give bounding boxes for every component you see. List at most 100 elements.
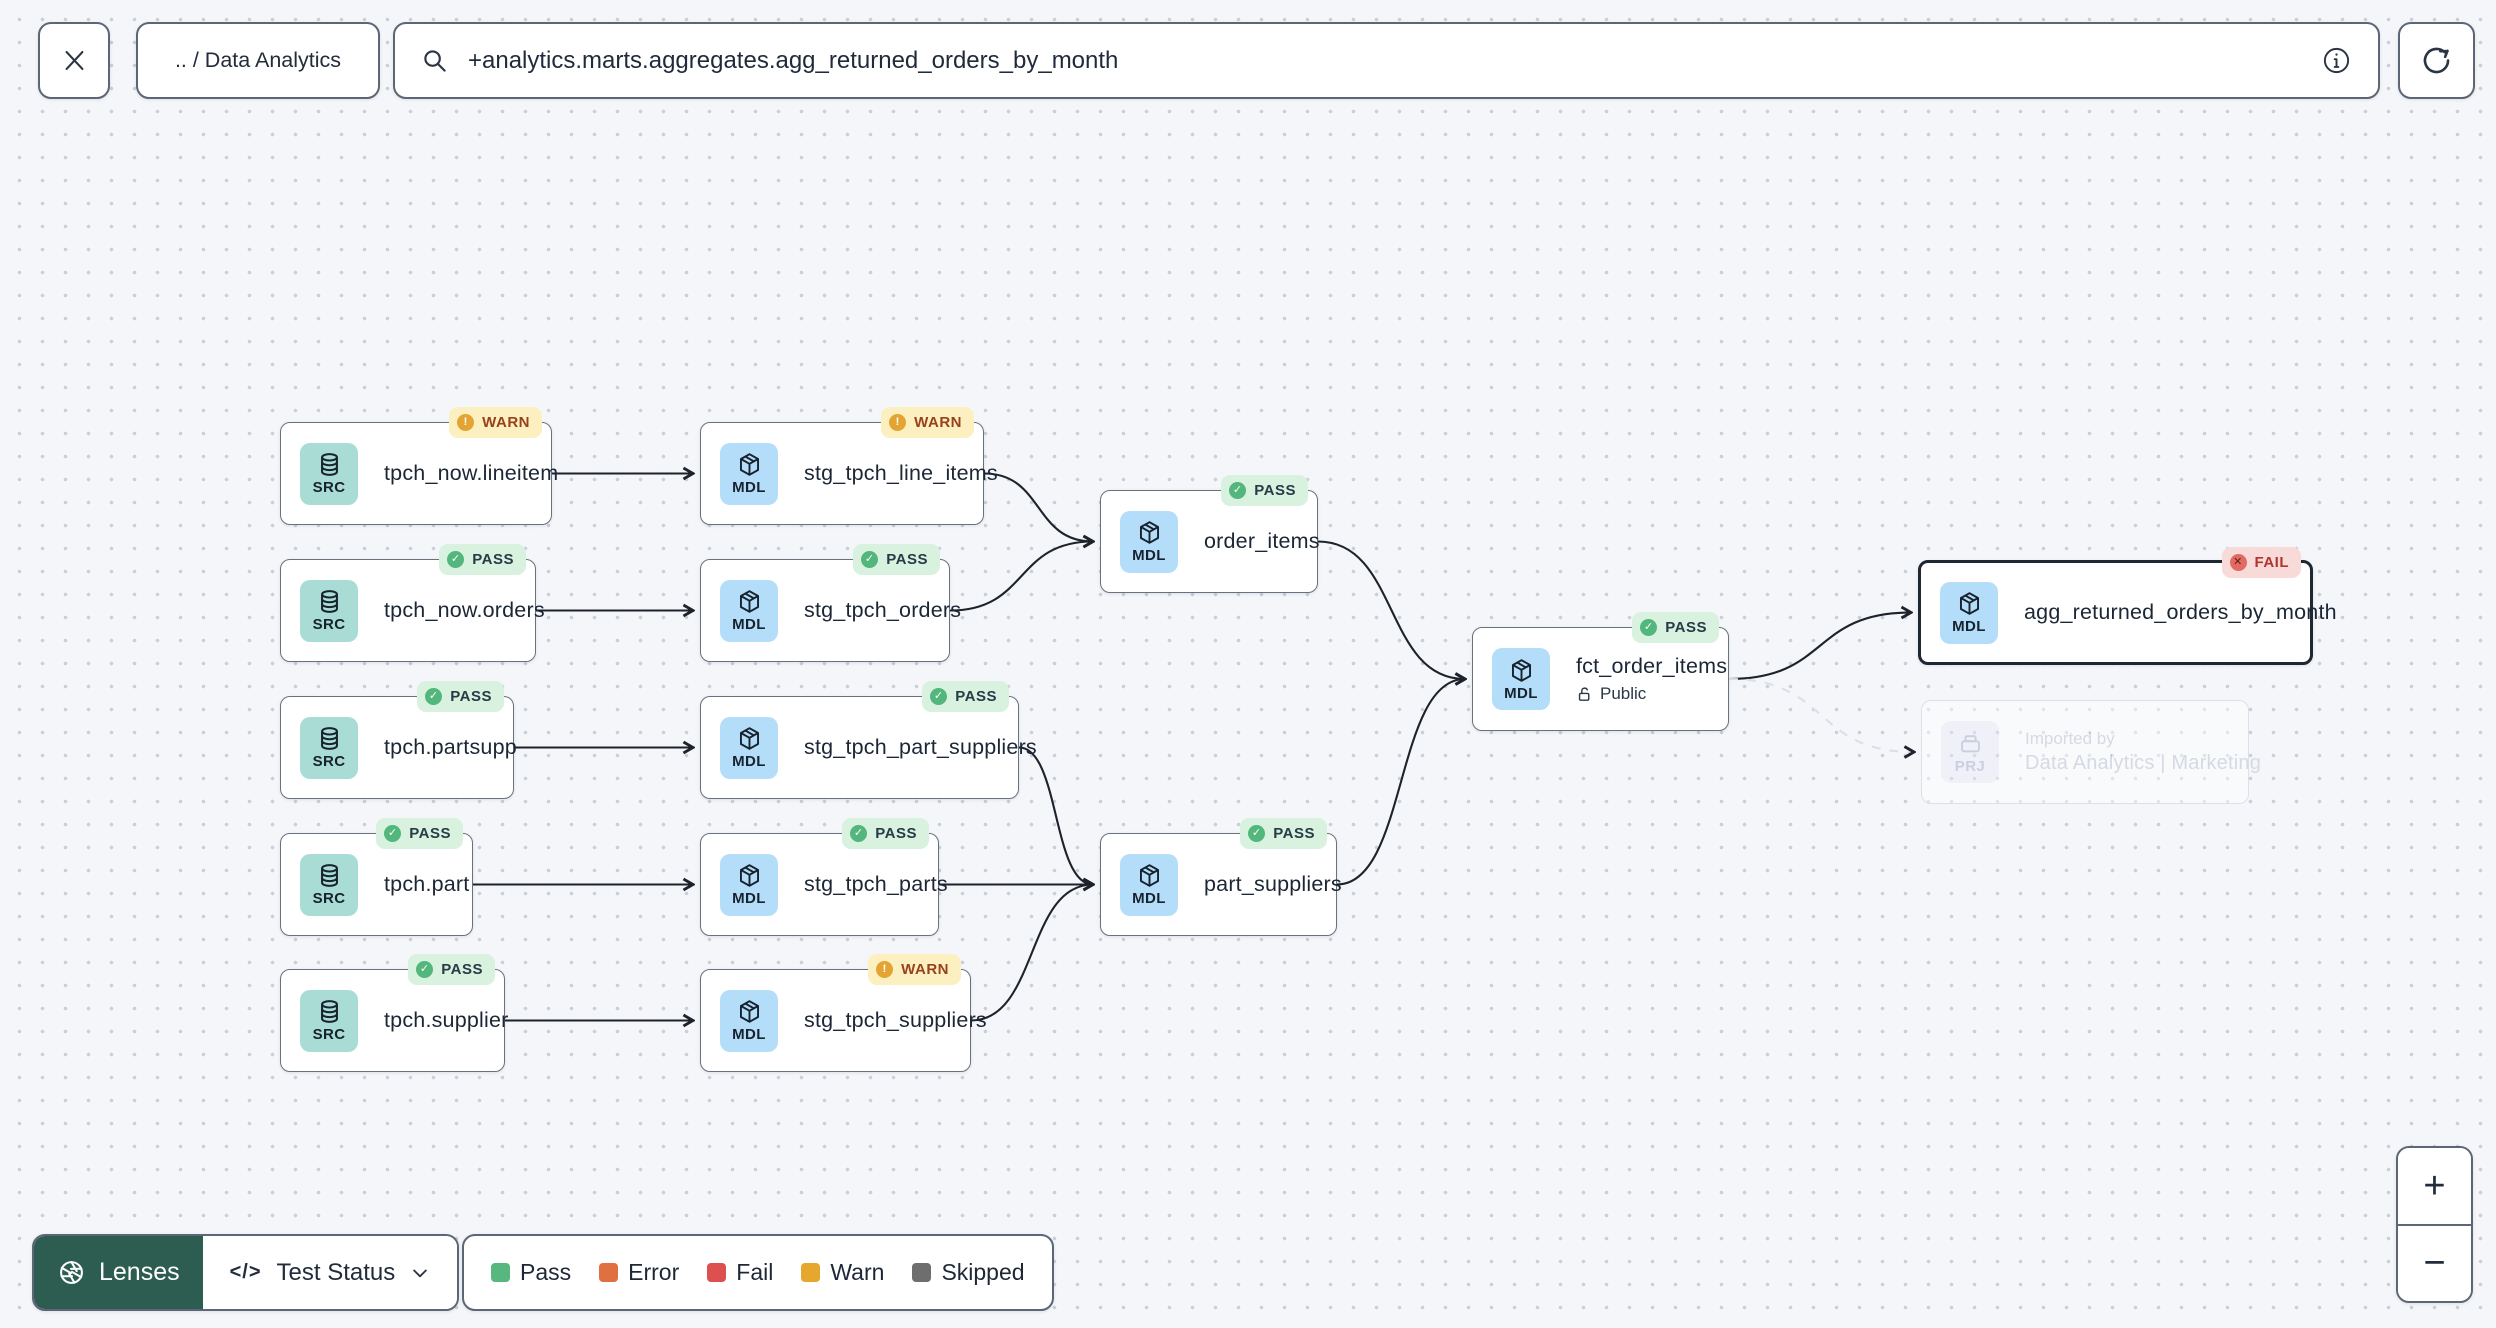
type-label: MDL — [732, 479, 766, 496]
node-pretitle: Imported by — [2025, 729, 2115, 748]
legend-label: Error — [628, 1259, 680, 1285]
node-content: stg_tpch_line_items — [804, 461, 998, 486]
type-label: MDL — [1132, 890, 1166, 907]
pass-status-icon: ✓ — [1248, 825, 1266, 842]
status-badge-label: WARN — [901, 961, 949, 978]
status-badge-pass: ✓ PASS — [376, 818, 463, 849]
status-badge-warn: !WARN — [881, 407, 974, 438]
pass-swatch — [491, 1263, 510, 1282]
close-button[interactable] — [38, 22, 110, 99]
node-stg_tpch_line_items[interactable]: !WARN MDL stg_tpch_line_items — [700, 407, 998, 525]
pass-status-icon: ✓ — [1229, 482, 1247, 499]
edge-fct_order_items-to-agg_returned_orders_by_month — [1728, 613, 1911, 681]
node-title: stg_tpch_part_suppliers — [804, 735, 1037, 759]
status-badge-warn: !WARN — [449, 407, 542, 438]
pass-status-icon: ✓ — [384, 825, 402, 842]
status-badge-label: PASS — [1273, 825, 1315, 842]
pass-status-icon: ✓ — [861, 551, 879, 568]
status-badge-pass: ✓PASS — [922, 681, 1009, 712]
lens-selector[interactable]: </> Test Status — [202, 1236, 458, 1309]
pass-status-icon: ✓ — [850, 825, 868, 842]
status-badge-pass: ✓PASS — [1221, 475, 1308, 506]
src-type-chip: SRC — [300, 442, 358, 505]
zoom-out-button[interactable]: − — [2398, 1225, 2471, 1301]
edge-stg_tpch_suppliers-to-part_suppliers — [970, 885, 1093, 1022]
mdl-type-chip: MDL — [1492, 648, 1550, 710]
legend: Pass Error Fail Warn Skipped — [462, 1234, 1054, 1311]
status-badge-pass: ✓ PASS — [439, 544, 526, 575]
status-badge-label: PASS — [472, 551, 514, 568]
src-type-chip: SRC — [300, 989, 358, 1052]
info-icon[interactable] — [2321, 45, 2352, 76]
refresh-icon — [2420, 44, 2453, 77]
type-label: MDL — [732, 616, 766, 633]
pass-status-icon: ✓ — [425, 688, 443, 705]
status-badge-label: FAIL — [2254, 554, 2289, 571]
database-icon — [316, 588, 343, 615]
src-type-chip: SRC — [300, 579, 358, 642]
mdl-type-chip: MDL — [720, 853, 778, 916]
node-tpch_now_orders[interactable]: ✓ PASS SRC tpch_now.orders — [280, 544, 545, 662]
cube-icon — [736, 998, 763, 1025]
lenses-label: Lenses — [99, 1258, 180, 1286]
status-badge-label: WARN — [914, 414, 962, 431]
skipped-swatch — [912, 1263, 932, 1282]
node-access: Public — [1576, 684, 1727, 704]
node-content: tpch.part — [384, 872, 469, 897]
search-input[interactable] — [466, 45, 2303, 76]
refresh-button[interactable] — [2398, 22, 2475, 99]
node-title: agg_returned_orders_by_month — [2024, 600, 2337, 624]
node-title: order_items — [1204, 529, 1320, 553]
status-badge-label: PASS — [955, 688, 997, 705]
legend-item-fail: Fail — [707, 1259, 773, 1286]
lenses-button[interactable]: Lenses — [34, 1236, 203, 1309]
fail-status-icon: ✕ — [2229, 554, 2247, 571]
zoom-in-button[interactable]: + — [2398, 1148, 2471, 1224]
lock-open-icon — [1576, 686, 1593, 703]
node-content: tpch.supplier — [384, 1008, 509, 1033]
node-order_items[interactable]: ✓PASS MDL order_items — [1100, 475, 1320, 593]
breadcrumb-button[interactable]: .. / Data Analytics — [136, 22, 380, 99]
cube-icon — [1136, 519, 1163, 546]
type-label: MDL — [1132, 547, 1166, 564]
node-agg_returned_orders_by_month[interactable]: ✕ FAIL MDL agg_returned_orders_by_month — [1918, 547, 2337, 665]
mdl-type-chip: MDL — [720, 442, 778, 505]
status-badge-label: PASS — [409, 825, 451, 842]
node-content: agg_returned_orders_by_month — [2024, 600, 2337, 625]
cube-icon — [736, 862, 763, 889]
cube-icon — [736, 725, 763, 752]
search-bar[interactable] — [393, 22, 2380, 99]
warn-status-icon: ! — [876, 961, 894, 978]
node-title: stg_tpch_suppliers — [804, 1008, 987, 1032]
code-icon: </> — [229, 1261, 262, 1283]
access-label: Public — [1600, 684, 1647, 703]
status-badge-fail: ✕ FAIL — [2221, 547, 2301, 578]
node-part_suppliers[interactable]: ✓ PASS MDL part_suppliers — [1100, 818, 1342, 936]
cube-icon — [1956, 590, 1983, 617]
error-swatch — [599, 1263, 619, 1282]
src-type-chip: SRC — [300, 716, 358, 779]
status-badge-pass: ✓PASS — [853, 544, 940, 575]
edge-fct_order_items-to-imported_by_project — [1728, 677, 1914, 752]
status-badge-label: PASS — [1665, 619, 1707, 636]
node-content: stg_tpch_suppliers — [804, 1008, 987, 1033]
legend-item-warn: Warn — [801, 1259, 884, 1286]
type-label: MDL — [1952, 618, 1986, 635]
legend-label: Skipped — [941, 1259, 1025, 1285]
legend-label: Fail — [736, 1259, 774, 1285]
pass-status-icon: ✓ — [1640, 619, 1658, 636]
node-content: tpch_now.orders — [384, 598, 545, 623]
node-title: part_suppliers — [1204, 872, 1342, 896]
pass-status-icon: ✓ — [447, 551, 465, 568]
